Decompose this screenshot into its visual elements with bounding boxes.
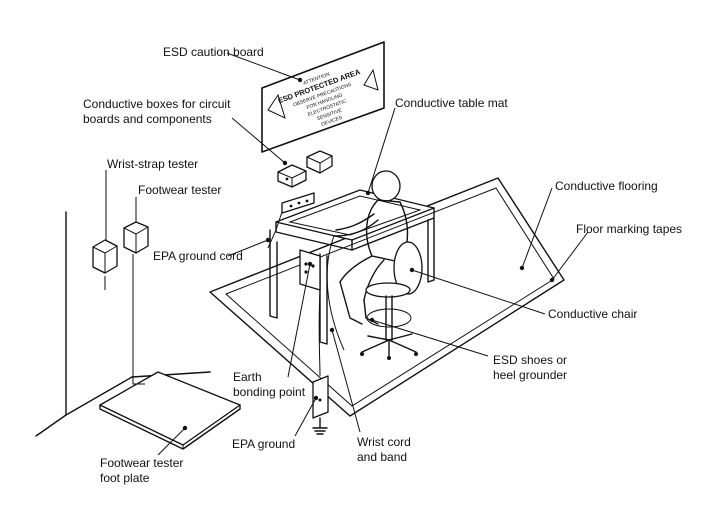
label-earth-bonding-point: Earth bonding point [233,370,306,399]
conductive-chair [360,241,423,360]
label-epa-ground: EPA ground [232,437,296,451]
label-footwear-tester-plate: Footwear tester foot plate [100,456,184,485]
label-conductive-table-mat: Conductive table mat [395,96,508,110]
epa-ground-post [312,375,329,435]
esd-caution-sign: ATTENTION ESD PROTECTED AREA OBSERVE PRE… [261,41,385,153]
label-conductive-boxes: Conductive boxes for circuit boards and … [83,97,231,126]
workbench [269,189,435,345]
label-wrist-cord: Wrist cord and band [357,435,411,464]
conductive-boxes [277,150,333,188]
label-esd-shoes: ESD shoes or heel grounder [493,353,568,382]
label-esd-caution-board: ESD caution board [163,45,264,59]
leader-lines [105,52,589,456]
wrist-cord-line [326,235,345,351]
room-walls [35,211,211,437]
label-conductive-flooring: Conductive flooring [555,179,658,193]
wrist-strap-tester [92,239,118,290]
label-epa-ground-cord: EPA ground cord [153,249,243,263]
label-wrist-strap-tester: Wrist-strap tester [107,157,199,171]
label-floor-marking-tapes: Floor marking tapes [576,222,683,236]
cords [267,211,345,377]
bench-ground-line [318,289,321,377]
footwear-tester [123,221,149,385]
label-footwear-tester: Footwear tester [138,183,222,197]
epa-ground-cord-line [267,211,283,249]
label-conductive-chair: Conductive chair [548,307,638,321]
ground-strip [281,192,315,214]
footwear-tester-foot-plate [99,371,241,450]
